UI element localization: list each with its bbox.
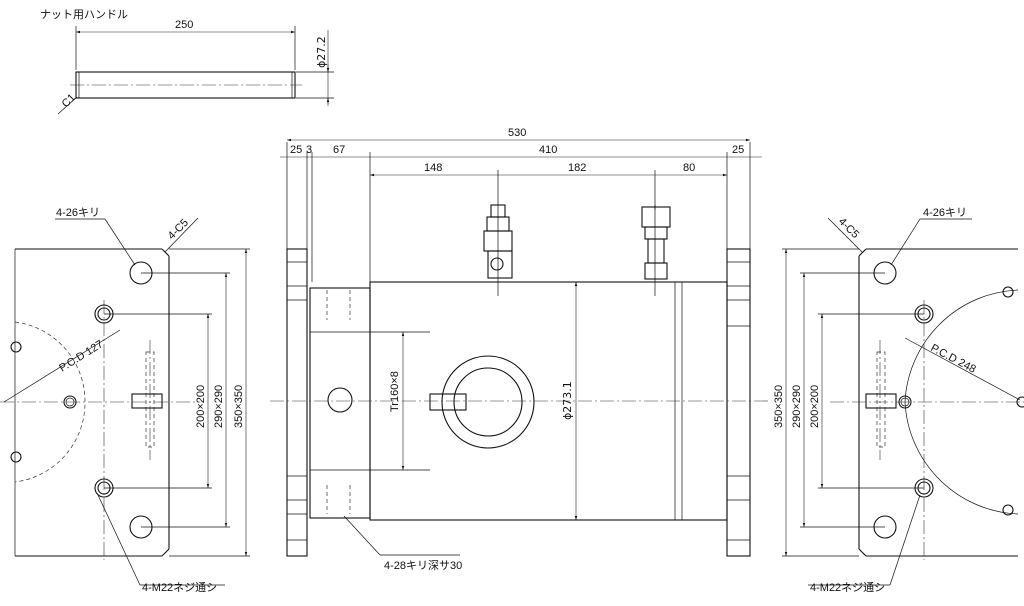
key-slot — [429, 393, 467, 411]
right-flange-view: P.C.D 248 350×350 290×290 200×200 4-26キリ… — [773, 207, 1024, 594]
dim-182: 182 — [568, 162, 586, 174]
overall-length-dim: 530 — [508, 127, 526, 139]
handle-chamfer-label: C1 — [60, 92, 78, 110]
left-dim-290: 290×290 — [213, 385, 225, 428]
dim-25-left: 25 — [290, 144, 302, 156]
handle-title: ナット用ハンドル — [40, 8, 128, 21]
grease-nipple — [483, 200, 513, 296]
nut-handle-hole — [327, 387, 353, 413]
right-dim-200: 200×200 — [809, 385, 821, 428]
left-holes-note: 4-26キリ — [56, 207, 100, 219]
quick-coupler — [641, 205, 671, 296]
left-screw-note: 4-M22ネジ通シ — [142, 581, 217, 594]
dim-67: 67 — [333, 144, 345, 156]
right-screw-note: 4-M22ネジ通シ — [810, 581, 885, 594]
right-holes-note: 4-26キリ — [923, 207, 967, 219]
left-flange-plate — [286, 248, 308, 557]
front-view: 530 25 3 67 410 25 148 182 80 — [270, 127, 770, 572]
right-flange-plate — [726, 248, 751, 557]
side-port-inner — [453, 367, 523, 437]
left-flange-view: P.C.D 127 200×200 290×290 350×350 4-26キリ… — [0, 207, 250, 594]
tap-hole-note: 4-28キリ深サ30 — [384, 559, 462, 572]
handle-view: ナット用ハンドル 250 ϕ27.2 C1 — [40, 8, 334, 115]
nut-body — [309, 287, 371, 519]
dim-3: 3 — [306, 144, 312, 156]
dim-25-right: 25 — [732, 144, 744, 156]
cylinder-diameter-dim: ϕ273.1 — [561, 381, 574, 420]
side-port-outer — [441, 355, 535, 449]
thread-dim: Tr160×8 — [389, 371, 401, 412]
dim-410: 410 — [539, 144, 557, 156]
left-dim-350: 350×350 — [233, 385, 245, 428]
dim-148: 148 — [424, 162, 442, 174]
right-chamfer-note: 4-C5 — [836, 216, 861, 241]
right-pcd-label: P.C.D 248 — [929, 342, 978, 376]
handle-diameter-dim: ϕ27.2 — [315, 36, 328, 68]
left-pcd-label: P.C.D 127 — [57, 338, 105, 374]
handle-length-dim: 250 — [175, 19, 193, 31]
left-dim-200: 200×200 — [195, 385, 207, 428]
right-dim-350: 350×350 — [773, 385, 785, 428]
dim-80: 80 — [683, 162, 695, 174]
right-dim-290: 290×290 — [791, 385, 803, 428]
